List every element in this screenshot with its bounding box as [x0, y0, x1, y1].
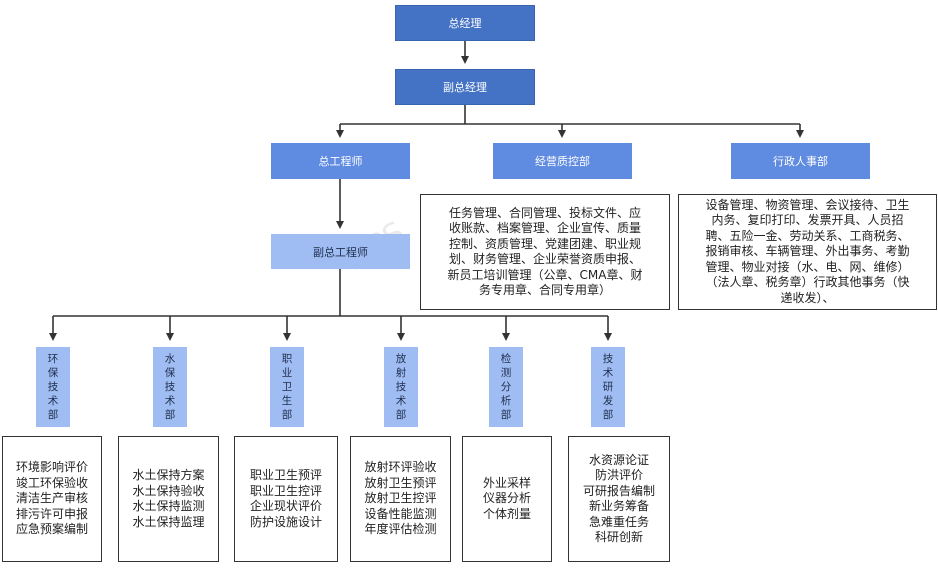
radiation-tech-duties-box: 放射环评验收 放射卫生预评 放射卫生控评 设备性能监测 年度评估检测 [350, 436, 451, 562]
soil-water-dept-node[interactable]: 水 保 技 术 部 [153, 347, 187, 427]
occupational-health-dept-node[interactable]: 职 业 卫 生 部 [270, 347, 304, 427]
operations-duties-box: 任务管理、合同管理、投标文件、应 收账款、档案管理、企业宣传、质量 控制、资质管… [420, 194, 670, 310]
deputy-general-manager-node[interactable]: 副总经理 [395, 69, 535, 105]
general-manager-node[interactable]: 总经理 [395, 5, 535, 41]
tech-rd-duties-box: 水资源论证 防洪评价 可研报告编制 新业务筹备 急难重任务 科研创新 [568, 436, 670, 562]
chief-engineer-node[interactable]: 总工程师 [271, 143, 410, 179]
admin-hr-dept-node[interactable]: 行政人事部 [731, 143, 870, 179]
env-protection-dept-node[interactable]: 环 保 技 术 部 [36, 347, 70, 427]
env-protection-duties-box: 环境影响评价 竣工环保验收 清洁生产审核 排污许可申报 应急预案编制 [2, 436, 102, 562]
operations-quality-dept-node[interactable]: 经营质控部 [493, 143, 632, 179]
tech-rd-dept-node[interactable]: 技 术 研 发 部 [591, 347, 625, 427]
testing-analysis-dept-node[interactable]: 检 测 分 析 部 [489, 347, 523, 427]
occupational-health-duties-box: 职业卫生预评 职业卫生控评 企业现状评价 防护设施设计 [234, 436, 338, 562]
testing-analysis-duties-box: 外业采样 仪器分析 个体剂量 [462, 436, 552, 562]
deputy-chief-engineer-node[interactable]: 副总工程师 [271, 234, 410, 269]
radiation-tech-dept-node[interactable]: 放 射 技 术 部 [384, 347, 418, 427]
admin-duties-box: 设备管理、物资管理、会议接待、卫生 内务、复印打印、发票开具、人员招 聘、五险一… [678, 194, 937, 310]
soil-water-duties-box: 水土保持方案 水土保持验收 水土保持监测 水土保持监理 [118, 436, 219, 562]
